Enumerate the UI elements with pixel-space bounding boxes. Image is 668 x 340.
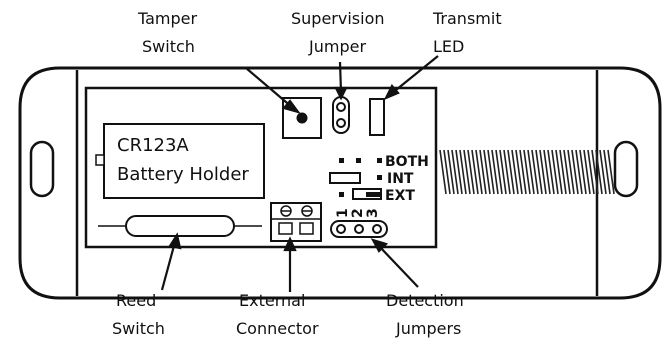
callout-transmit-led-line1: Transmit [432, 9, 502, 28]
detection-jumpers [330, 220, 388, 238]
callout-reed-switch-line1: Reed [116, 291, 156, 310]
tamper-switch-button [296, 112, 308, 124]
callout-supervision-jumper-line1: Supervision [291, 9, 385, 28]
battery-holder-line1: CR123A [117, 135, 189, 156]
jumper-mode-both: BOTH [385, 154, 429, 170]
callout-tamper-switch-line2: Switch [142, 37, 195, 56]
supervision-jumper [332, 96, 350, 134]
right-mounting-hole [613, 140, 639, 198]
transmit-led [369, 98, 385, 136]
battery-holder-tab [95, 154, 105, 166]
callout-tamper-switch-line1: Tamper [137, 9, 198, 28]
callout-supervision-jumper-line2: Jumper [308, 37, 366, 56]
left-mounting-hole [29, 140, 55, 198]
battery-holder [103, 123, 265, 199]
external-connector [270, 202, 322, 242]
callout-detection-jumpers-line2: Jumpers [395, 319, 461, 338]
callout-reed-switch-line2: Switch [112, 319, 165, 338]
jumper-number-3: 3 [365, 208, 381, 218]
int-jumper-shunt [329, 172, 361, 184]
jumper-mode-markings [329, 158, 382, 200]
jumper-number-1: 1 [335, 208, 351, 218]
battery-holder-line2: Battery Holder [117, 164, 249, 185]
jumper-mode-ext: EXT [385, 188, 415, 204]
callout-detection-jumpers-line1: Detection [386, 291, 464, 310]
spring [439, 149, 615, 195]
jumper-mode-int: INT [387, 171, 414, 187]
callout-external-connector-line1: External [239, 291, 305, 310]
callout-external-connector-line2: Connector [236, 319, 319, 338]
reed-switch [98, 215, 262, 237]
callout-transmit-led-line2: LED [433, 37, 464, 56]
callout-leaders [160, 55, 439, 292]
jumper-number-2: 2 [350, 208, 366, 218]
